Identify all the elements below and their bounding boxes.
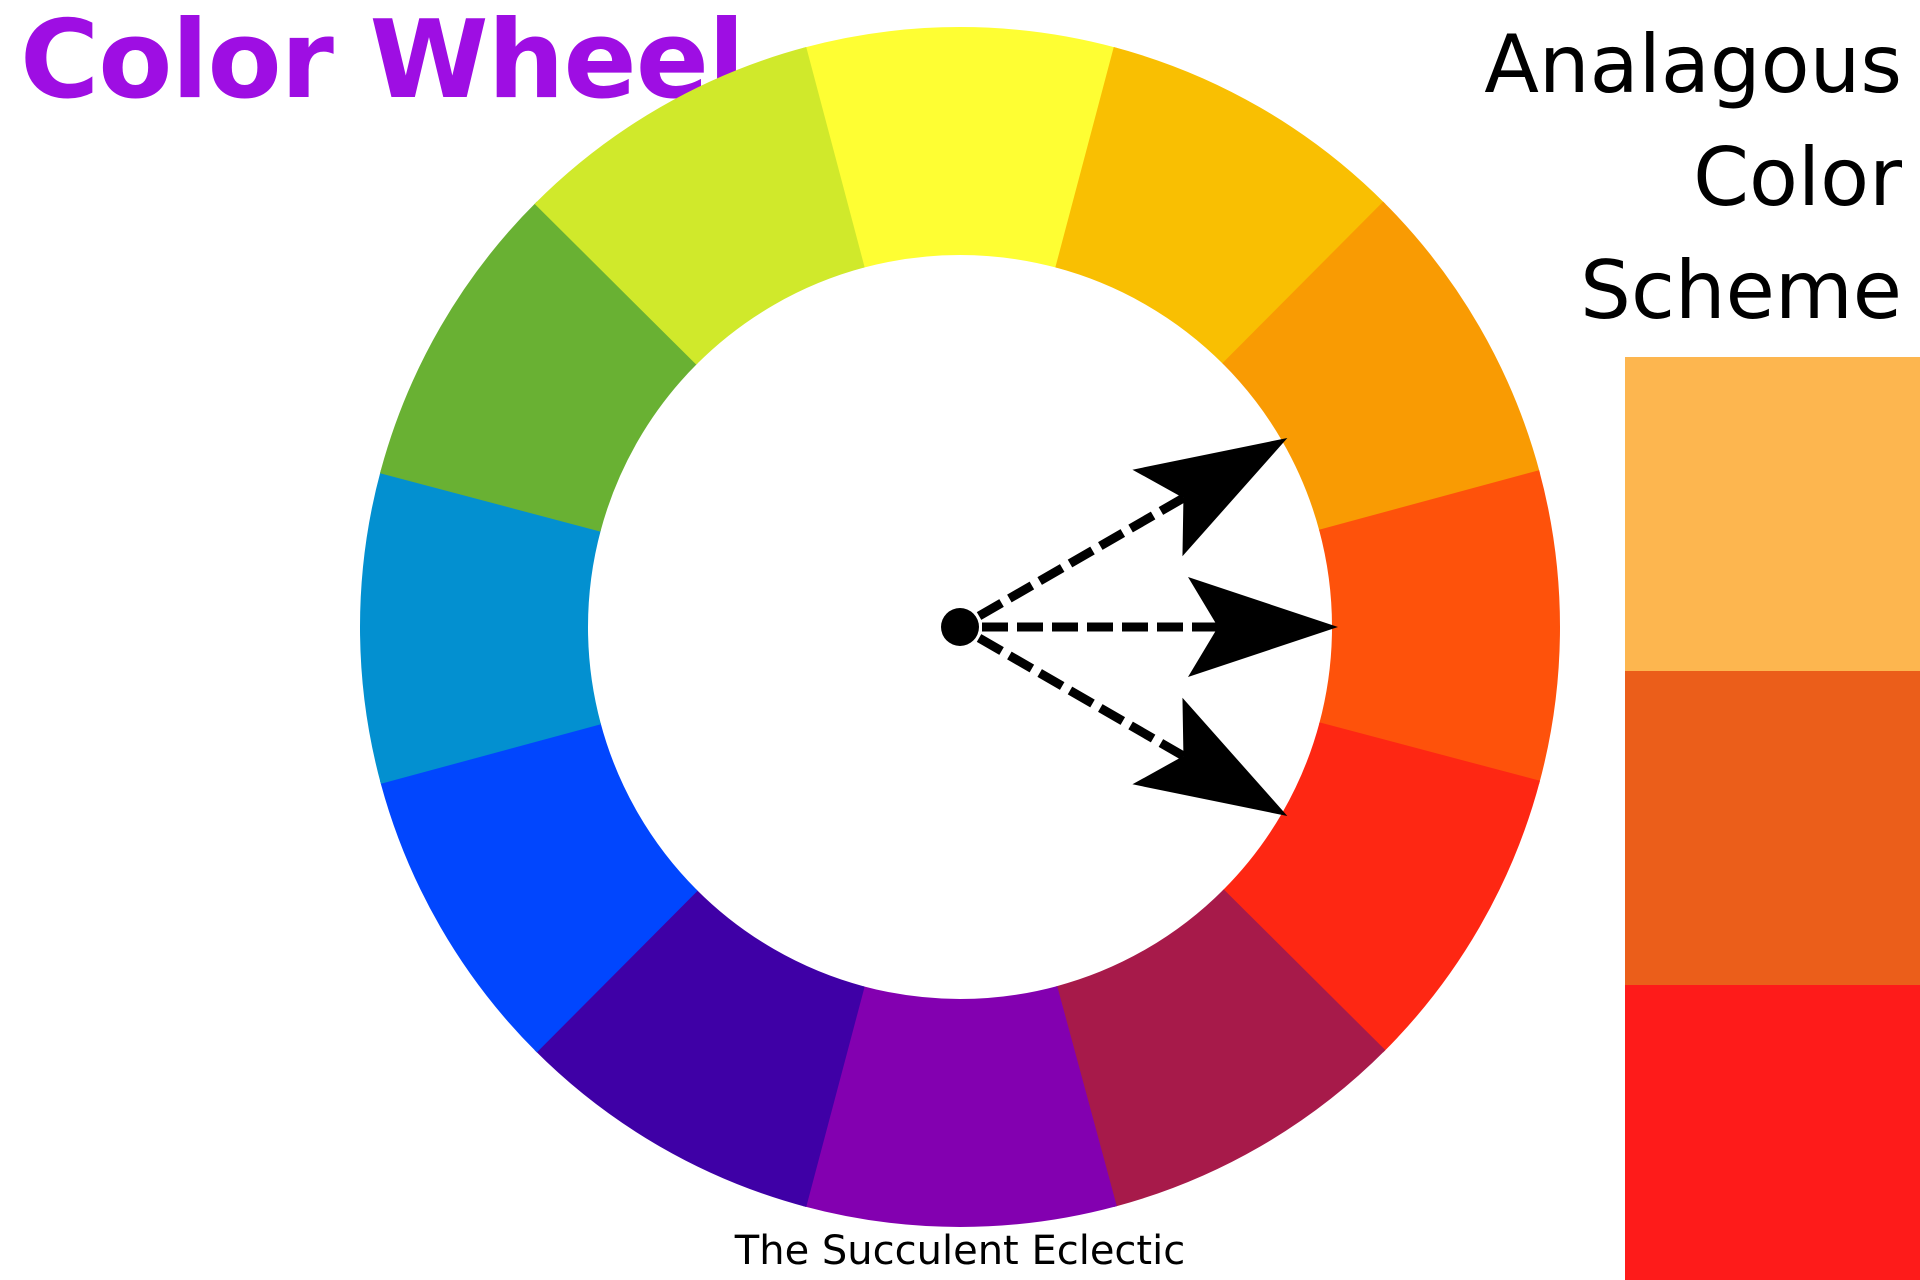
wheel-segment-yellow-green (534, 47, 865, 365)
arrow-shaft (976, 634, 1195, 765)
swatch-light-orange (1625, 357, 1920, 671)
arrow-head-icon (1132, 697, 1288, 816)
wheel-segments (359, 27, 1560, 1227)
pointer-arrows (976, 438, 1338, 816)
page-title: Color Wheel (20, 0, 745, 123)
arrow-head-icon (1188, 577, 1338, 677)
scheme-title-line-3: Scheme (1580, 244, 1902, 337)
arrow-to-red-orange (982, 577, 1338, 677)
scheme-title: Analagous Color Scheme (1342, 8, 1902, 347)
scheme-title-line-2: Color (1693, 131, 1902, 224)
wheel-segment-violet (803, 986, 1117, 1227)
wheel-center-dot (941, 608, 979, 646)
swatch-red (1625, 985, 1920, 1280)
color-swatches (1625, 357, 1920, 1280)
arrow-to-orange (976, 438, 1288, 620)
scheme-title-line-1: Analagous (1484, 18, 1902, 111)
wheel-segment-yellow (803, 27, 1117, 268)
arrow-shaft (976, 489, 1195, 620)
wheel-segment-blue (380, 722, 698, 1053)
credit-text: The Succulent Eclectic (734, 1228, 1186, 1274)
wheel-segment-red-violet (1055, 889, 1386, 1207)
wheel-segment-orange (1222, 201, 1540, 532)
swatch-dark-orange (1625, 671, 1920, 985)
wheel-segment-red-orange (1319, 470, 1560, 784)
wheel-segment-blue-green (359, 470, 601, 784)
arrow-to-red (976, 634, 1288, 816)
arrow-head-icon (1132, 438, 1288, 557)
